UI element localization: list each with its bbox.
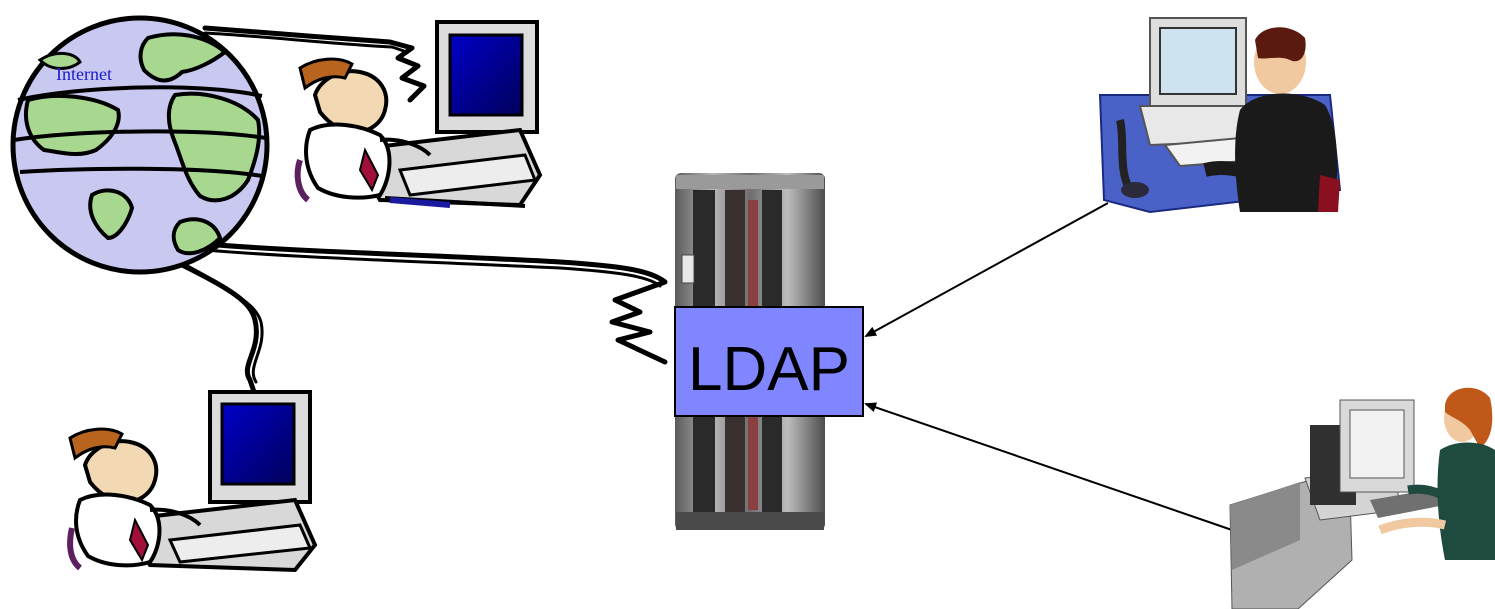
- globe-land: [24, 93, 121, 157]
- globe-land: [37, 52, 82, 70]
- arrow-office-user-to-ldap: [864, 202, 1109, 337]
- cable-globe-to-ldap: [202, 241, 668, 365]
- monitor-screen: [220, 402, 296, 486]
- user-workstation-bottom-right: [1229, 387, 1495, 609]
- user-workstation-top-right: [1098, 17, 1342, 214]
- ldap-box: [674, 306, 864, 417]
- network-cables: [175, 25, 668, 428]
- cable-globe-to-user-top: [202, 25, 427, 103]
- monitor-screen: [1159, 27, 1237, 95]
- person-suit: [1235, 93, 1338, 212]
- monitor-screen: [448, 33, 524, 117]
- arrow-operator-to-ldap: [864, 402, 1233, 531]
- cable-globe-to-ldap-2: [203, 248, 662, 288]
- monitor-screen: [1349, 409, 1405, 479]
- cable-globe-to-user-top-2: [203, 31, 409, 54]
- client-arrows: [864, 202, 1233, 531]
- cable-globe-to-user-bottom-2: [180, 264, 264, 384]
- user-workstation-top-left: [294, 20, 543, 208]
- globe-land: [138, 32, 229, 83]
- user-workstation-bottom-left: [67, 390, 318, 573]
- ldap-label: LDAP: [688, 335, 850, 404]
- person-sweater: [1437, 442, 1495, 560]
- globe-land: [171, 217, 223, 256]
- globe-sphere: [10, 15, 270, 275]
- internet-globe: Internet: [10, 15, 270, 275]
- globe-land: [88, 188, 135, 241]
- internet-label: Internet: [56, 64, 112, 84]
- ldap-label-box: LDAP: [674, 306, 864, 417]
